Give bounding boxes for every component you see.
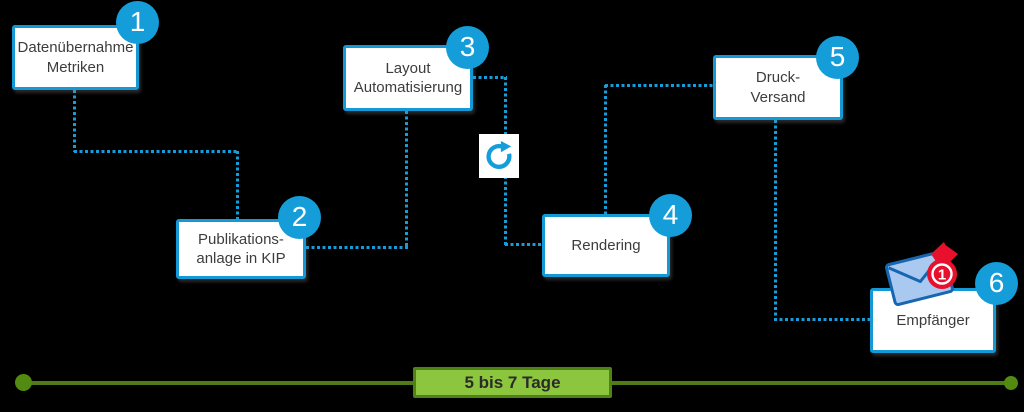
step-label: Druck- Versand	[750, 69, 806, 106]
connector-into-step4	[505, 243, 542, 246]
step-box-datenuebernahme: Datenübernahme Metriken	[12, 25, 139, 90]
step-label: Datenübernahme Metriken	[17, 39, 134, 76]
timeline-duration-label: 5 bis 7 Tage	[464, 372, 561, 392]
connector-into-step2	[236, 151, 239, 219]
connector-into-step5	[605, 84, 713, 87]
connector-step4-up	[604, 85, 607, 214]
step-label: Empfänger	[896, 311, 970, 329]
timeline-duration-badge: 5 bis 7 Tage	[413, 367, 612, 398]
connector-up-to-step3	[405, 111, 408, 247]
timeline-start-dot	[15, 374, 32, 391]
step-box-layout-automatisierung: Layout Automatisierung	[343, 45, 473, 111]
connector-step5-down	[774, 120, 777, 320]
sealed-envelope-icon: 1	[884, 242, 966, 310]
connector-into-step6	[774, 318, 870, 321]
loop-icon-plate	[479, 134, 519, 178]
step-label: Rendering	[571, 236, 641, 254]
refresh-loop-icon	[486, 140, 512, 169]
connector-step1-across	[74, 150, 239, 153]
timeline-end-dot	[1004, 376, 1018, 390]
connector-step2-right	[306, 246, 408, 249]
connector-step3-right	[473, 76, 507, 79]
connector-step1-down	[73, 90, 76, 152]
step-number-badge-2: 2	[278, 196, 321, 239]
step-label: Publikations- anlage in KIP	[196, 230, 286, 267]
step-box-rendering: Rendering	[542, 214, 670, 277]
step-number-badge-4: 4	[649, 194, 692, 237]
step-number-badge-1: 1	[116, 1, 159, 44]
step-label: Layout Automatisierung	[353, 59, 463, 96]
step-number-badge-3: 3	[446, 26, 489, 69]
step-number-badge-6: 6	[975, 262, 1018, 305]
seal-number: 1	[938, 267, 946, 284]
step-number-badge-5: 5	[816, 36, 859, 79]
